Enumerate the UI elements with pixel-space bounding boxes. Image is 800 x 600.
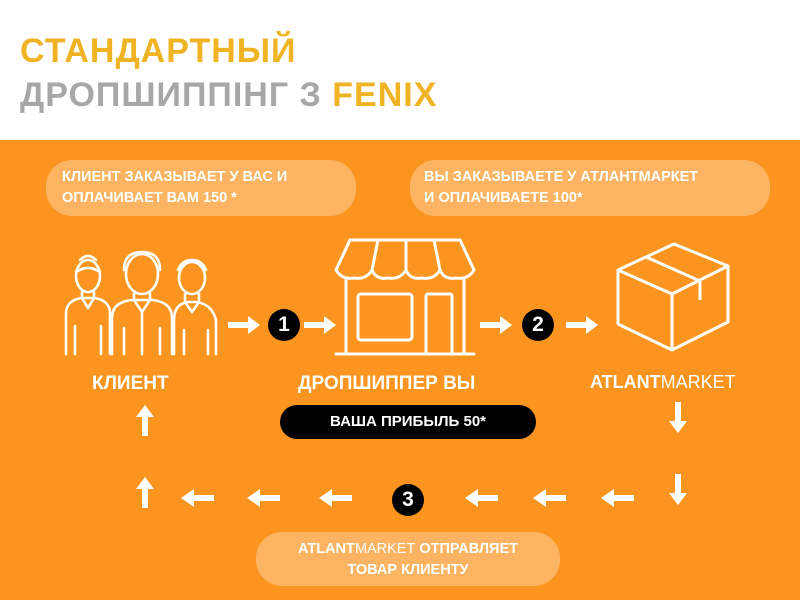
- arrow-up-icon: [136, 405, 154, 436]
- arrow-left-icon: [247, 489, 280, 507]
- you-order-line-2: И ОПЛАЧИВАЕТЕ 100*: [424, 190, 583, 206]
- step-1-badge: 1: [268, 309, 300, 341]
- diagram-panel: [0, 140, 800, 600]
- title-line-1: СТАНДАРТНЫЙ: [20, 32, 297, 70]
- shipping-line-1: ATLANTMARKET ОТПРАВЛЯЕТ: [256, 539, 560, 560]
- ship-rest: ОТПРАВЛЯЕТ: [415, 541, 519, 557]
- atlantmarket-label: ATLANTMARKET: [590, 373, 736, 391]
- arrow-up-icon: [136, 477, 154, 508]
- client-order-line-2: ОПЛАЧИВАЕТ ВАМ 150 *: [62, 190, 237, 206]
- profit-badge: ВАША ПРИБЫЛЬ 50*: [280, 405, 536, 439]
- arrow-left-icon: [601, 489, 634, 507]
- you-order-line-1: ВЫ ЗАКАЗЫВАЕТЕ У АТЛАНТМАРКЕТ: [424, 169, 699, 185]
- shipping-line-2: ТОВАР КЛИЕНТУ: [347, 562, 469, 578]
- people-icon: [64, 250, 218, 356]
- arrow-left-icon: [533, 489, 566, 507]
- title-prefix: ДРОПШИППІНГ З: [20, 76, 333, 114]
- dropshipper-label: ДРОПШИППЕР ВЫ: [298, 373, 476, 394]
- ship-brand-bold: ATLANT: [297, 541, 355, 557]
- arrow-right-icon: [304, 316, 336, 334]
- store-icon: [334, 238, 476, 356]
- box-icon: [616, 242, 730, 352]
- ship-brand-thin: MARKET: [354, 541, 416, 557]
- atlant-thin: MARKET: [660, 372, 736, 392]
- arrow-down-icon: [669, 474, 687, 505]
- arrow-right-icon: [228, 316, 260, 334]
- client-order-line-1: КЛИЕНТ ЗАКАЗЫВАЕТ У ВАС И: [62, 169, 288, 185]
- shipping-bubble: ATLANTMARKET ОТПРАВЛЯЕТ ТОВАР КЛИЕНТУ: [256, 532, 560, 586]
- arrow-down-icon: [669, 402, 687, 433]
- step-2-badge: 2: [522, 309, 554, 341]
- arrow-left-icon: [465, 489, 498, 507]
- you-order-bubble: ВЫ ЗАКАЗЫВАЕТЕ У АТЛАНТМАРКЕТ И ОПЛАЧИВА…: [410, 160, 770, 216]
- header: СТАНДАРТНЫЙ ДРОПШИППІНГ З FENIX: [0, 0, 800, 140]
- title-line-2: ДРОПШИППІНГ З FENIX: [20, 78, 437, 112]
- arrow-left-icon: [319, 489, 352, 507]
- arrow-left-icon: [181, 489, 214, 507]
- client-order-bubble: КЛИЕНТ ЗАКАЗЫВАЕТ У ВАС И ОПЛАЧИВАЕТ ВАМ…: [46, 160, 356, 216]
- step-3-badge: 3: [392, 484, 424, 516]
- title-brand: FENIX: [332, 76, 438, 114]
- atlant-bold: ATLANT: [590, 372, 661, 392]
- client-label: КЛИЕНТ: [92, 373, 169, 394]
- arrow-right-icon: [566, 316, 598, 334]
- arrow-right-icon: [480, 316, 512, 334]
